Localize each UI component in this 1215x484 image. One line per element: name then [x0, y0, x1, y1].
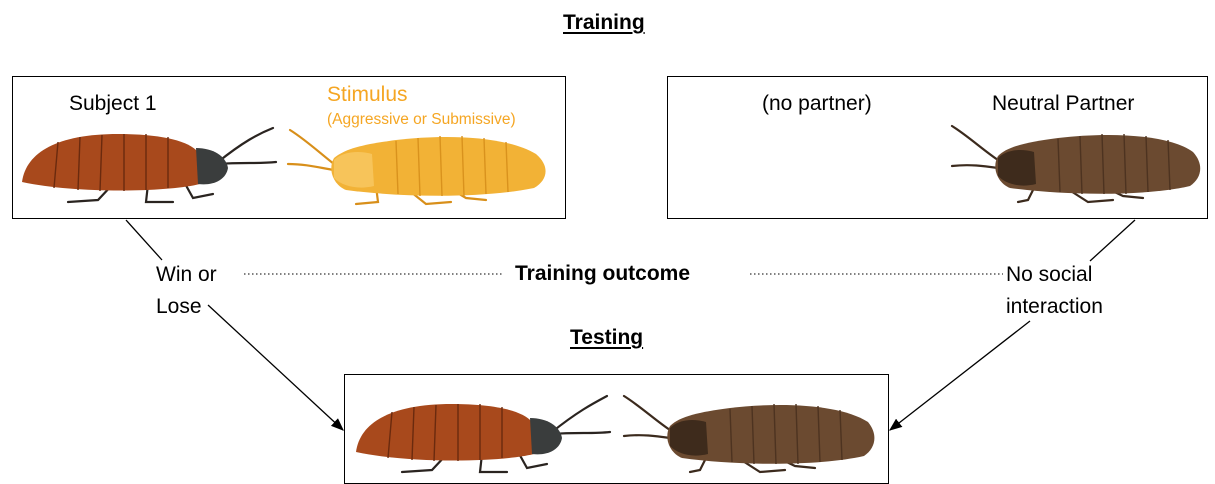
left-arrow-to-testing [208, 305, 343, 430]
left-connector-top [126, 220, 162, 260]
right-connector-top [1090, 220, 1135, 261]
cockroach-neutral-icon [948, 122, 1203, 204]
cockroach-neutral-testing-icon [620, 392, 878, 474]
right-arrow-to-testing [890, 321, 1030, 430]
cockroach-subject-testing-icon [352, 392, 612, 474]
cockroach-stimulus-icon [286, 124, 551, 206]
cockroach-subject-icon [18, 122, 278, 204]
